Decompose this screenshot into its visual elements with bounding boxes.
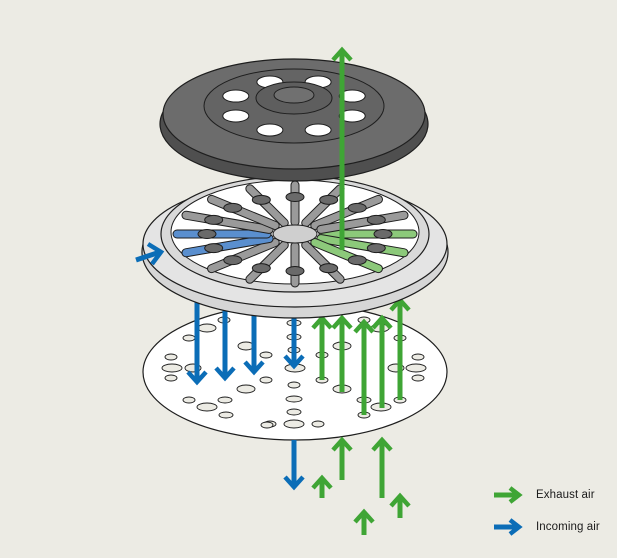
- pad-slot: [222, 89, 250, 103]
- legend-incoming: Incoming air: [494, 517, 600, 537]
- disc-hole: [164, 353, 178, 361]
- disc-hole: [286, 408, 302, 416]
- incoming-entry-head: [146, 242, 165, 266]
- disc-hole: [287, 381, 301, 389]
- pad-slot: [256, 123, 284, 137]
- channel-port: [223, 202, 243, 213]
- incoming-arrow-head: [283, 475, 305, 491]
- channel-port: [366, 243, 386, 254]
- disc-hole: [283, 419, 305, 429]
- disc-hole: [411, 374, 425, 382]
- pad-slot: [338, 89, 366, 103]
- channel: [311, 238, 382, 273]
- interface-pad: [141, 175, 449, 319]
- channel: [302, 241, 344, 283]
- disc-hole: [259, 376, 273, 384]
- airflow-arrows-upper: [135, 46, 353, 266]
- channel-port: [347, 255, 367, 266]
- incoming-arrow-head: [186, 370, 208, 386]
- green-arrow-right-icon: [494, 486, 523, 504]
- disc-hole: [161, 363, 183, 373]
- exhaust-arrow-main-head: [331, 46, 353, 62]
- incoming-arrow-head: [214, 366, 236, 382]
- channel: [182, 235, 273, 257]
- channel: [208, 238, 279, 273]
- channel: [246, 185, 288, 227]
- exhaust-arrow-head: [311, 474, 333, 490]
- disc-hole: [311, 420, 325, 428]
- disc-hole: [196, 402, 218, 412]
- channel: [246, 241, 288, 283]
- exhaust-arrow-head: [389, 492, 411, 508]
- channel-port: [319, 194, 339, 205]
- channel-port: [285, 192, 305, 202]
- disc-hole: [405, 363, 427, 373]
- exhaust-arrow-head: [371, 436, 393, 452]
- channel: [182, 211, 273, 233]
- disc-hole: [182, 334, 196, 342]
- exhaust-arrow-head: [371, 314, 393, 330]
- channel-port: [285, 266, 305, 276]
- disc-hole: [285, 395, 303, 403]
- exhaust-arrow-head: [353, 508, 375, 524]
- channel-port: [204, 214, 224, 225]
- channel: [302, 185, 344, 227]
- blue-arrow-right-icon: [494, 518, 523, 536]
- channel-port: [197, 229, 217, 239]
- exhaust-arrow-head: [353, 318, 375, 334]
- channel-port: [251, 194, 271, 205]
- airflow-arrows-lower: [186, 296, 411, 535]
- channel: [317, 235, 408, 257]
- disc-hole: [259, 351, 273, 359]
- incoming-arrow-head: [283, 354, 305, 370]
- exhaust-arrow-head: [331, 314, 353, 330]
- pad-slot: [304, 123, 332, 137]
- channel: [311, 195, 382, 230]
- disc-hole: [260, 421, 274, 429]
- channel: [317, 211, 408, 233]
- legend-incoming-label: Incoming air: [536, 521, 600, 533]
- channel-port: [223, 255, 243, 266]
- incoming-entry-shaft: [135, 249, 161, 263]
- disc-hole: [197, 323, 217, 333]
- pad-slot: [222, 109, 250, 123]
- exhaust-arrow-head: [311, 314, 333, 330]
- backing-pad-hub-top: [273, 86, 315, 104]
- channel-port: [319, 263, 339, 274]
- disc-hole: [236, 384, 256, 394]
- backing-pad: [159, 58, 429, 182]
- pad-slot: [338, 109, 366, 123]
- channel: [208, 195, 279, 230]
- channel-port: [251, 263, 271, 274]
- disc-hole: [411, 353, 425, 361]
- abrasive-disc: [142, 303, 448, 441]
- exhaust-arrow-head: [331, 436, 353, 452]
- channel-port: [347, 202, 367, 213]
- channel-port: [373, 229, 393, 239]
- disc-hole: [182, 396, 196, 404]
- disc-hole: [218, 411, 234, 419]
- channel-port: [204, 243, 224, 254]
- disc-hole: [164, 374, 178, 382]
- legend-exhaust-label: Exhaust air: [536, 489, 595, 501]
- channel-port: [366, 214, 386, 225]
- legend-exhaust: Exhaust air: [494, 485, 595, 505]
- air-channels: [172, 180, 418, 288]
- incoming-arrow-head: [243, 360, 265, 376]
- disc-hole: [217, 396, 233, 404]
- center-hub: [272, 224, 318, 244]
